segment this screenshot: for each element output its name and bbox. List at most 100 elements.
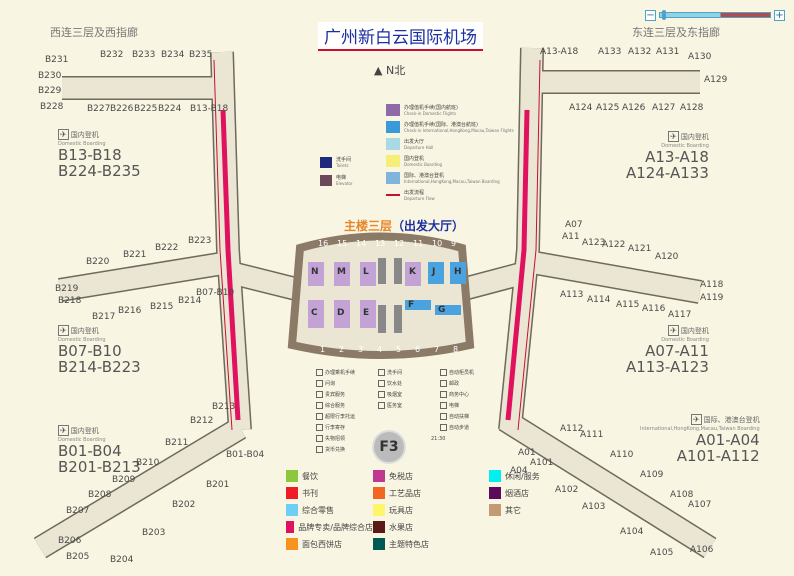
gate-label[interactable]: A117 <box>668 310 692 320</box>
checkin-counter[interactable]: C <box>311 308 318 318</box>
gate-label[interactable]: B233 <box>132 50 156 60</box>
gate-label[interactable]: A103 <box>582 502 606 512</box>
gate-label[interactable]: B214 <box>178 296 202 306</box>
gate-label[interactable]: A105 <box>650 548 674 558</box>
gate-label[interactable]: B205 <box>66 552 90 562</box>
gate-label[interactable]: B13-B18 <box>190 104 229 114</box>
gate-label[interactable]: A11 <box>562 232 580 242</box>
gate-label[interactable]: B235 <box>189 50 213 60</box>
gate-label[interactable]: A119 <box>700 293 724 303</box>
checkin-counter[interactable]: N <box>311 267 319 277</box>
gate-label[interactable]: A118 <box>700 280 724 290</box>
gate-label[interactable]: B231 <box>45 55 69 65</box>
shop-swatch <box>286 521 295 533</box>
gate-label[interactable]: B229 <box>38 86 62 96</box>
gate-label[interactable]: B210 <box>136 458 160 468</box>
gate-label[interactable]: A131 <box>656 47 680 57</box>
gate-label[interactable]: B07-B10 <box>196 288 235 298</box>
gate-label[interactable]: A110 <box>610 450 634 460</box>
gate-label[interactable]: B224 <box>158 104 182 114</box>
gate-label[interactable]: B222 <box>155 243 179 253</box>
gate-label[interactable]: B201 <box>206 480 230 490</box>
gate-label[interactable]: A126 <box>622 103 646 113</box>
gate-label[interactable]: A132 <box>628 47 652 57</box>
zoom-out-button[interactable]: − <box>645 9 656 21</box>
zone-legend-cn: 办理值机手续(国际、港澳台航班) <box>404 122 478 128</box>
gate-label[interactable]: A111 <box>580 430 604 440</box>
checkin-counter[interactable]: D <box>337 308 345 318</box>
gate-label[interactable]: A122 <box>602 240 626 250</box>
checkin-counter[interactable]: E <box>363 308 370 318</box>
gate-label[interactable]: B207 <box>66 506 90 516</box>
gate-label[interactable]: B227 <box>87 104 111 114</box>
gate-label[interactable]: A107 <box>688 500 712 510</box>
gate-label[interactable]: A133 <box>598 47 622 57</box>
zoom-slider[interactable] <box>659 10 771 20</box>
gate-label[interactable]: B228 <box>40 102 64 112</box>
gate-label[interactable]: B209 <box>112 475 136 485</box>
shop-legend-item: 免税店 <box>373 470 489 482</box>
gate-label[interactable]: B202 <box>172 500 196 510</box>
gate-label[interactable]: A115 <box>616 300 640 310</box>
gate-label[interactable]: B213 <box>212 402 236 412</box>
checkin-counter[interactable]: K <box>409 267 416 277</box>
gate-label[interactable]: A121 <box>628 244 652 254</box>
shop-legend: 餐饮书刊综合零售品牌专卖/品牌综合店面包西饼店免税店工艺品店玩具店水果店主题特色… <box>286 470 569 555</box>
gate-label[interactable]: B211 <box>165 438 189 448</box>
gate-label[interactable]: B212 <box>190 416 214 426</box>
gate-label[interactable]: A102 <box>555 485 579 495</box>
gate-label[interactable]: B219 <box>55 284 79 294</box>
shop-legend-item: 品牌专卖/品牌综合店 <box>286 521 373 533</box>
gate-range: B214-B223 <box>58 358 141 376</box>
zoom-slider-handle[interactable] <box>662 10 666 20</box>
gate-label[interactable]: A125 <box>596 103 620 113</box>
gate-label[interactable]: A114 <box>587 295 611 305</box>
gate-label[interactable]: B206 <box>58 536 82 546</box>
checkin-counter[interactable]: H <box>454 267 462 277</box>
gate-label[interactable]: B218 <box>58 296 82 306</box>
gate-label[interactable]: A101 <box>530 458 554 468</box>
gate-label[interactable]: B234 <box>161 50 185 60</box>
gate-label[interactable]: A129 <box>704 75 728 85</box>
gate-label[interactable]: A13-A18 <box>540 47 579 57</box>
gate-label[interactable]: A07 <box>565 220 583 230</box>
checkin-counter[interactable]: G <box>438 305 446 315</box>
gate-label[interactable]: A108 <box>670 490 694 500</box>
checkin-counter[interactable]: F <box>408 300 415 310</box>
gate-label[interactable]: A130 <box>688 52 712 62</box>
gate-label[interactable]: A112 <box>560 424 584 434</box>
gate-label[interactable]: B217 <box>92 312 116 322</box>
gate-label[interactable]: B225 <box>134 104 158 114</box>
checkin-counter[interactable]: J <box>432 267 436 277</box>
gate-label[interactable]: A120 <box>655 252 679 262</box>
gate-label[interactable]: B221 <box>123 250 147 260</box>
gate-label[interactable]: B232 <box>100 50 124 60</box>
gate-label[interactable]: A01 <box>518 448 536 458</box>
gate-label[interactable]: A104 <box>620 527 644 537</box>
gate-label[interactable]: A124 <box>569 103 593 113</box>
checkin-counter[interactable]: M <box>337 267 346 277</box>
gate-label[interactable]: A113 <box>560 290 584 300</box>
gate-label[interactable]: A123 <box>582 238 606 248</box>
gate-label[interactable]: A128 <box>680 103 704 113</box>
gate-label[interactable]: B215 <box>150 302 174 312</box>
gate-label[interactable]: B230 <box>38 71 62 81</box>
gate-label[interactable]: B208 <box>88 490 112 500</box>
gate-label[interactable]: B216 <box>118 306 142 316</box>
gate-label[interactable]: B226 <box>110 104 134 114</box>
zoom-in-button[interactable]: + <box>774 9 785 21</box>
gate-label[interactable]: B220 <box>86 257 110 267</box>
checkin-counter[interactable]: L <box>363 267 369 277</box>
gate-label[interactable]: B204 <box>110 555 134 565</box>
gate-label[interactable]: A116 <box>642 304 666 314</box>
gate-label[interactable]: A106 <box>690 545 714 555</box>
gate-label[interactable]: B223 <box>188 236 212 246</box>
gate-label[interactable]: A04 <box>510 466 528 476</box>
gate-label[interactable]: B01-B04 <box>226 450 265 460</box>
gate-label[interactable]: A127 <box>652 103 676 113</box>
main-hall-label: 主楼三层（出发大厅） <box>344 217 464 234</box>
gate-label[interactable]: B203 <box>142 528 166 538</box>
gate-label[interactable]: A109 <box>640 470 664 480</box>
